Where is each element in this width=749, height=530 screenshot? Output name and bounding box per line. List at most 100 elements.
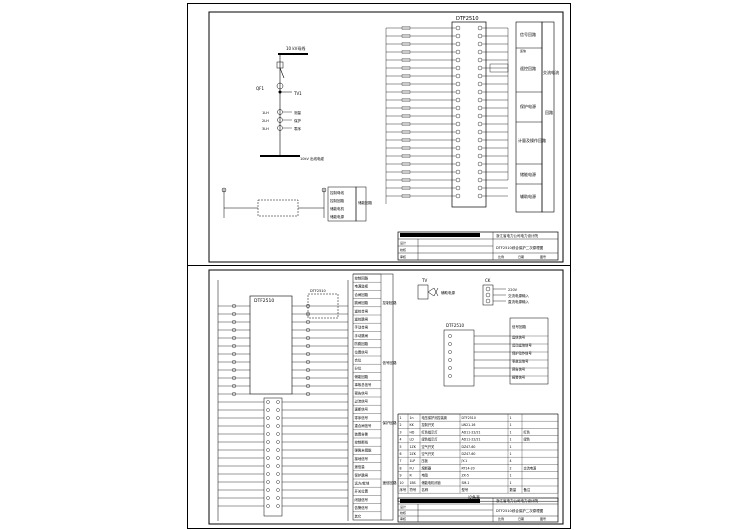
table-cell: R: [410, 474, 413, 478]
terminal-point: [455, 41, 461, 47]
terminal-point: [455, 185, 461, 191]
terminal-point: [276, 408, 280, 412]
group-label: 控制回路: [383, 300, 397, 305]
table-cell: 1: [400, 416, 402, 420]
terminal-point: [455, 169, 461, 175]
wiring-lines: [385, 26, 509, 204]
function-label: 遥控跳闸: [355, 317, 369, 322]
terminal-point: [276, 400, 280, 404]
table-cell: 1: [510, 430, 512, 434]
terminal-point: [266, 448, 270, 452]
terminal-point: [455, 97, 461, 103]
svg-text:CK: CK: [485, 278, 491, 283]
function-label: 跳闸回路: [355, 300, 369, 305]
svg-text:审核: 审核: [400, 516, 406, 521]
table-caption: 设备表: [468, 494, 480, 500]
function-label: 手动合闸: [355, 325, 369, 330]
terminal-point: [477, 129, 483, 135]
terminal-point: [448, 366, 452, 370]
terminal-point: [276, 432, 280, 436]
terminal-point: [455, 129, 461, 135]
table-cell: KK: [410, 423, 415, 427]
bottom-sheet-drawing: DTF2510 DTF2510 控制回路电源监视合闸回路跳闸回路遥控合闸遥控跳闸…: [208, 269, 564, 525]
table-cell: 6: [400, 452, 402, 456]
function-label: 接地信号: [355, 456, 369, 461]
svg-text:1LH: 1LH: [262, 111, 269, 115]
terminal-point: [455, 65, 461, 71]
device-box-title: DTF2510: [456, 16, 479, 22]
table-cell: 1BS: [410, 481, 416, 485]
table-cell: 绿色: [524, 437, 531, 442]
svg-text:比例: 比例: [498, 516, 504, 521]
svg-text:比例: 比例: [498, 254, 504, 259]
table-cell: 1: [510, 445, 512, 449]
terminal-point: [448, 334, 452, 338]
function-label: 控制断线: [355, 440, 369, 445]
table-cell: SM-1: [462, 481, 470, 485]
tv-label: TV1: [293, 91, 302, 96]
table-cell: 1: [510, 423, 512, 427]
contact-symbol: [305, 367, 310, 372]
table-cell: 2ZK: [410, 452, 417, 456]
table-cell: 1: [510, 416, 512, 420]
table-cell: 5: [400, 445, 402, 449]
terminal-point: [276, 448, 280, 452]
svg-text:控制母线: 控制母线: [330, 190, 344, 195]
table-cell: 空气开关: [422, 451, 436, 456]
title-block-top: 浙江省电力公司电力设计院 DTF2510综合保护二次原理图 设计 校核 审核 比…: [397, 231, 559, 261]
terminal-point: [477, 113, 483, 119]
terminal-point: [276, 424, 280, 428]
table-cell: 电压保护测控装置: [422, 415, 448, 420]
table-header: 备注: [524, 487, 531, 492]
signal-item: 遥信信号: [512, 335, 526, 340]
svg-text:储能电机: 储能电机: [330, 206, 344, 211]
function-label: 保护跳闸: [355, 472, 369, 477]
terminal-point: [477, 177, 483, 183]
terminal-point: [455, 121, 461, 127]
svg-text:日期: 日期: [518, 254, 524, 259]
contact-symbol: [305, 359, 310, 364]
svg-text:浙江省电力公司电力设计院: 浙江省电力公司电力设计院: [496, 498, 538, 503]
terminal-point: [477, 73, 483, 79]
terminal-point: [455, 89, 461, 95]
svg-text:3LH: 3LH: [262, 127, 269, 131]
svg-text:图号: 图号: [540, 516, 546, 521]
function-label: 位置信号: [355, 349, 369, 354]
table-cell: ZX-5: [462, 474, 469, 478]
svg-text:交流电源输入: 交流电源输入: [508, 293, 529, 298]
table-cell: 红色: [524, 429, 531, 434]
table-cell: 1: [510, 474, 512, 478]
table-header: 数量: [510, 487, 517, 492]
terminal-legend: TV 辅助电源 CK 220V 交流电源输入 直流电源输入: [417, 278, 529, 306]
terminal-point: [455, 137, 461, 143]
contact-symbol: [305, 343, 310, 348]
table-cell: 9: [400, 474, 402, 478]
single-line-diagram: 10 kV母线 QF1 TV1 1LH 2LH 3LH 测量 保护 零序 10k…: [256, 45, 324, 161]
contact-symbol: [232, 343, 237, 348]
drawing-sheet-top: 10 kV母线 QF1 TV1 1LH 2LH 3LH 测量 保护 零序 10k…: [187, 3, 571, 267]
table-cell: 1: [510, 452, 512, 456]
table-cell: AD11-22/21: [462, 438, 481, 442]
contact-symbol: [305, 335, 310, 340]
table-cell: 电阻: [422, 473, 429, 478]
terminal-point: [266, 408, 270, 412]
function-label: 过流信号: [355, 399, 369, 404]
group-label: 遥信回路: [383, 480, 397, 485]
table-cell: FU: [410, 466, 415, 470]
terminal-point: [276, 464, 280, 468]
svg-text:辅助电源: 辅助电源: [520, 193, 536, 199]
terminal-point: [477, 193, 483, 199]
table-cell: 1: [510, 481, 512, 485]
table-header: 名称: [422, 487, 429, 492]
terminal-point: [455, 193, 461, 199]
terminal-point: [276, 456, 280, 460]
table-cell: 空气开关: [422, 444, 436, 449]
svg-text:DTF2510: DTF2510: [446, 323, 464, 328]
function-label: 防跳回路: [355, 341, 369, 346]
contact-symbol: [232, 328, 237, 333]
table-cell: 10: [400, 481, 404, 485]
function-label: 远方/就地: [355, 481, 370, 486]
svg-text:浙江省电力公司电力设计院: 浙江省电力公司电力设计院: [496, 233, 538, 238]
cable-label: 10kV 出线电缆: [300, 156, 324, 161]
svg-text:设计: 设计: [400, 240, 406, 245]
